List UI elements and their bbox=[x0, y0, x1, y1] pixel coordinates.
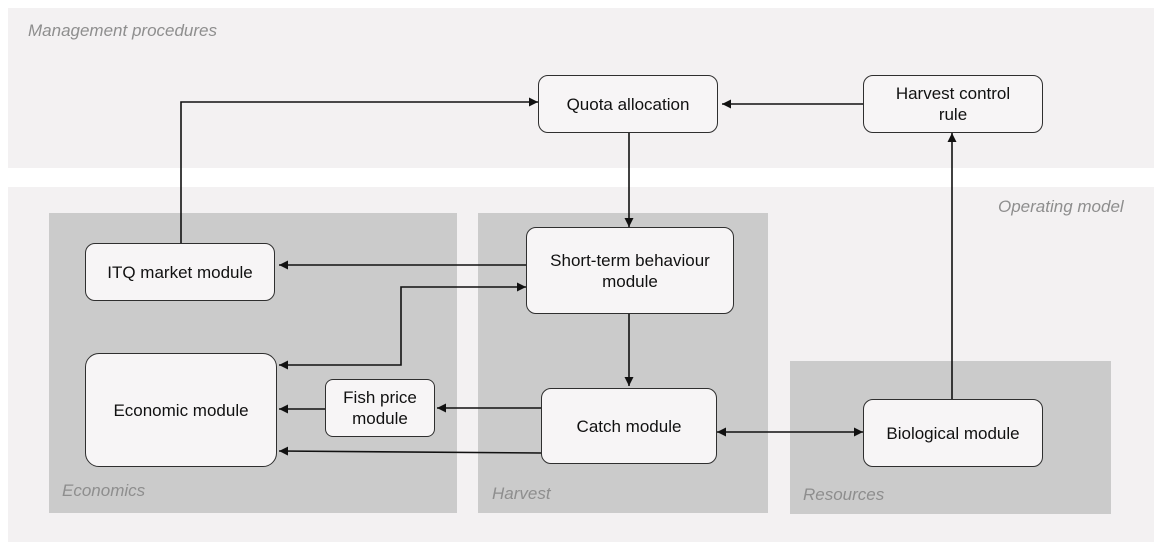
harvest-label: Harvest bbox=[492, 484, 551, 503]
operating-model-label: Operating model bbox=[998, 197, 1124, 216]
economic-module-node: Economic module bbox=[85, 353, 277, 467]
fish-price-module-node: Fish price module bbox=[325, 379, 435, 437]
economics-label: Economics bbox=[62, 481, 146, 500]
short-term-behaviour-module-node: Short-term behaviour module bbox=[526, 227, 734, 314]
itq-market-module-node: ITQ market module bbox=[85, 243, 275, 301]
biological-module-node: Biological module bbox=[863, 399, 1043, 467]
management-procedures-label: Management procedures bbox=[28, 21, 218, 40]
edge-catch-to-econ bbox=[278, 446, 542, 456]
edge-econ-stb bbox=[279, 282, 526, 370]
harvest-control-rule-node: Harvest control rule bbox=[863, 75, 1043, 133]
quota-allocation-node: Quota allocation bbox=[538, 75, 718, 133]
resources-label: Resources bbox=[803, 485, 885, 504]
catch-module-node: Catch module bbox=[541, 388, 717, 464]
edge-itq-to-quota bbox=[180, 97, 538, 243]
